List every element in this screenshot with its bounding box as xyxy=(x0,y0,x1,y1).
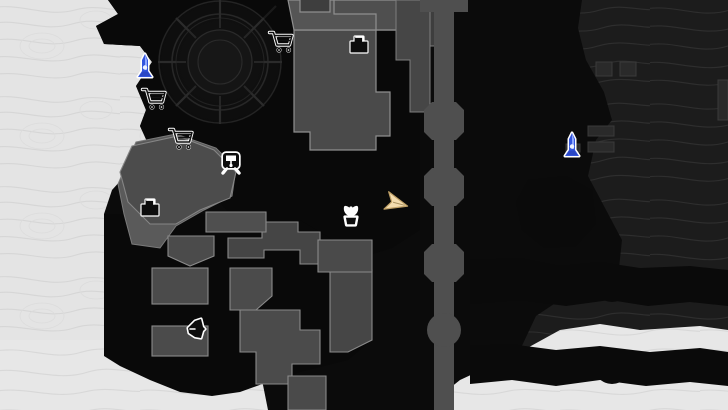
shop-marker[interactable] xyxy=(267,29,295,55)
animal-head-icon xyxy=(186,317,207,340)
monument-marker[interactable] xyxy=(134,52,156,82)
player-position-marker[interactable] xyxy=(381,188,411,218)
road-network xyxy=(420,0,468,410)
shop-marker[interactable] xyxy=(140,86,168,112)
briefcase-icon xyxy=(349,35,369,54)
briefcase-icon xyxy=(140,198,160,217)
station-marker[interactable] xyxy=(219,150,243,176)
buildings-dark-minor xyxy=(565,61,728,153)
workshop-marker[interactable] xyxy=(346,34,372,56)
buildings-south xyxy=(151,211,373,410)
wildlife-marker[interactable] xyxy=(184,316,210,342)
monument-icon xyxy=(563,131,581,158)
shopping-cart-icon xyxy=(267,30,294,53)
east-dark-landmass xyxy=(470,176,728,386)
botanical-marker[interactable] xyxy=(339,203,363,229)
shop-marker[interactable] xyxy=(167,126,195,152)
monument-icon xyxy=(136,52,154,79)
region-east-highland xyxy=(520,0,728,410)
potted-plant-icon xyxy=(343,205,359,227)
shopping-cart-icon xyxy=(167,127,194,150)
train-station-icon xyxy=(221,151,241,175)
monument-marker[interactable] xyxy=(561,131,583,161)
region-west-snowfield xyxy=(0,0,152,410)
central-roundabout xyxy=(158,0,282,124)
player-arrow-icon xyxy=(383,191,409,210)
workshop-marker[interactable] xyxy=(137,197,163,219)
plaza-spokes xyxy=(263,5,277,19)
shopping-cart-icon xyxy=(140,87,167,110)
